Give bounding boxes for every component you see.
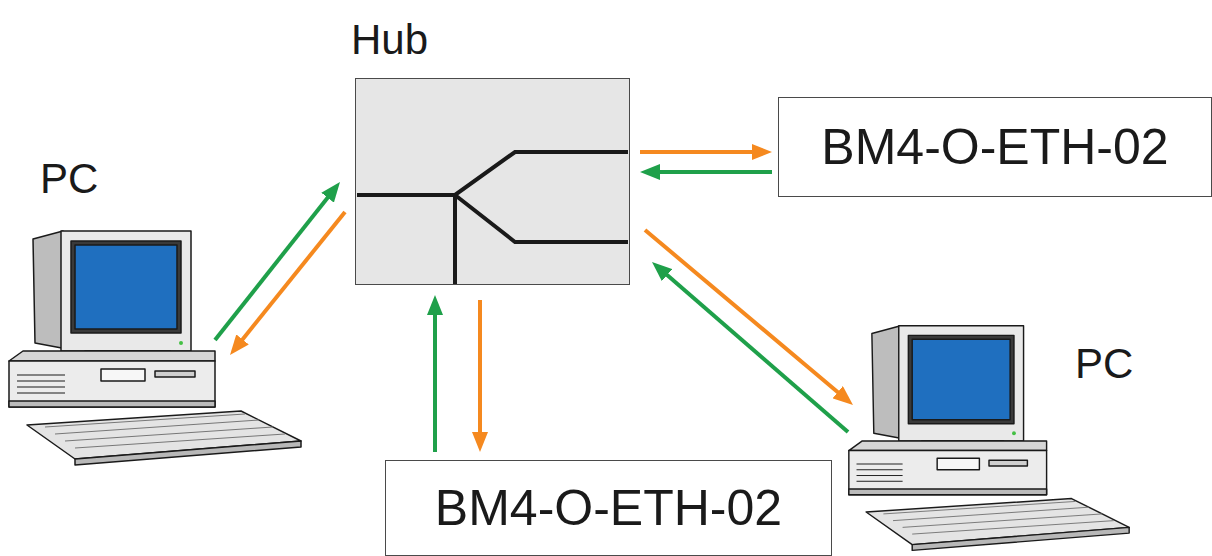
link-arrow xyxy=(478,300,482,440)
link-arrow xyxy=(652,170,772,174)
device-box: BM4-O-ETH-02 xyxy=(385,460,832,556)
node-label: Hub xyxy=(351,19,428,61)
box-text: BM4-O-ETH-02 xyxy=(821,122,1168,172)
device-box: BM4-O-ETH-02 xyxy=(778,97,1212,197)
link-arrow xyxy=(433,307,437,452)
hub-box: Hub xyxy=(355,78,630,285)
link-arrow xyxy=(661,270,848,432)
link-arrow xyxy=(640,150,760,154)
node-label: PC xyxy=(40,158,98,200)
hub-fill xyxy=(355,78,630,285)
box-text: BM4-O-ETH-02 xyxy=(435,483,782,533)
link-arrow xyxy=(238,212,345,346)
link-arrow xyxy=(215,191,333,340)
pc-node: PC xyxy=(5,225,300,470)
hub-ports xyxy=(357,152,628,284)
link-arrow xyxy=(645,230,844,397)
node-label: PC xyxy=(1075,343,1133,385)
pc-illustration xyxy=(9,231,301,465)
pc-node: PC xyxy=(845,320,1145,556)
